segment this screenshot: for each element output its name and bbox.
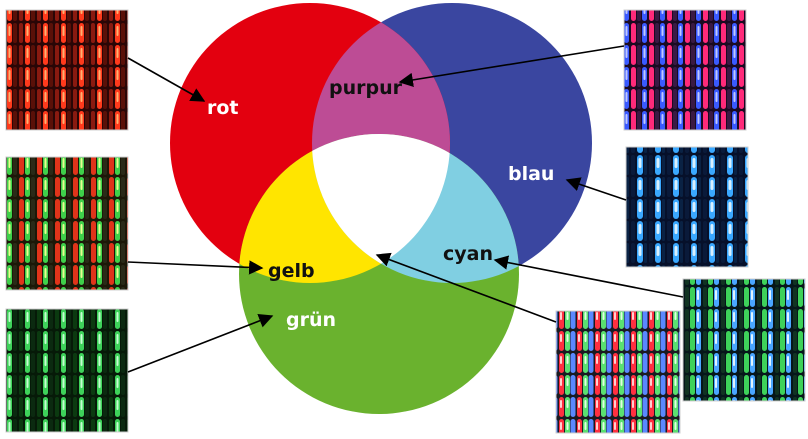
label-rot: rot — [207, 97, 239, 119]
arrow-white-center — [375, 252, 557, 323]
label-gruen: grün — [286, 309, 336, 331]
green-subpixel-micrograph — [5, 308, 129, 433]
purple-subpixel-micrograph — [623, 9, 747, 131]
arrow-cyan — [493, 255, 684, 298]
label-cyan: cyan — [443, 243, 493, 265]
yellow-subpixel-micrograph — [5, 156, 129, 291]
red-subpixel-micrograph — [5, 9, 129, 131]
blue-subpixel-micrograph — [625, 146, 749, 268]
label-gelb: gelb — [268, 260, 315, 282]
arrow-gelb — [127, 260, 264, 275]
white-subpixel-micrograph — [555, 310, 681, 434]
arrow-rot — [127, 57, 206, 102]
cyan-subpixel-micrograph — [682, 278, 806, 402]
arrow-gruen — [127, 313, 274, 373]
arrow-blau — [565, 177, 627, 201]
arrow-purpur — [398, 45, 625, 88]
label-blau: blau — [508, 163, 554, 185]
label-purpur: purpur — [329, 77, 403, 99]
